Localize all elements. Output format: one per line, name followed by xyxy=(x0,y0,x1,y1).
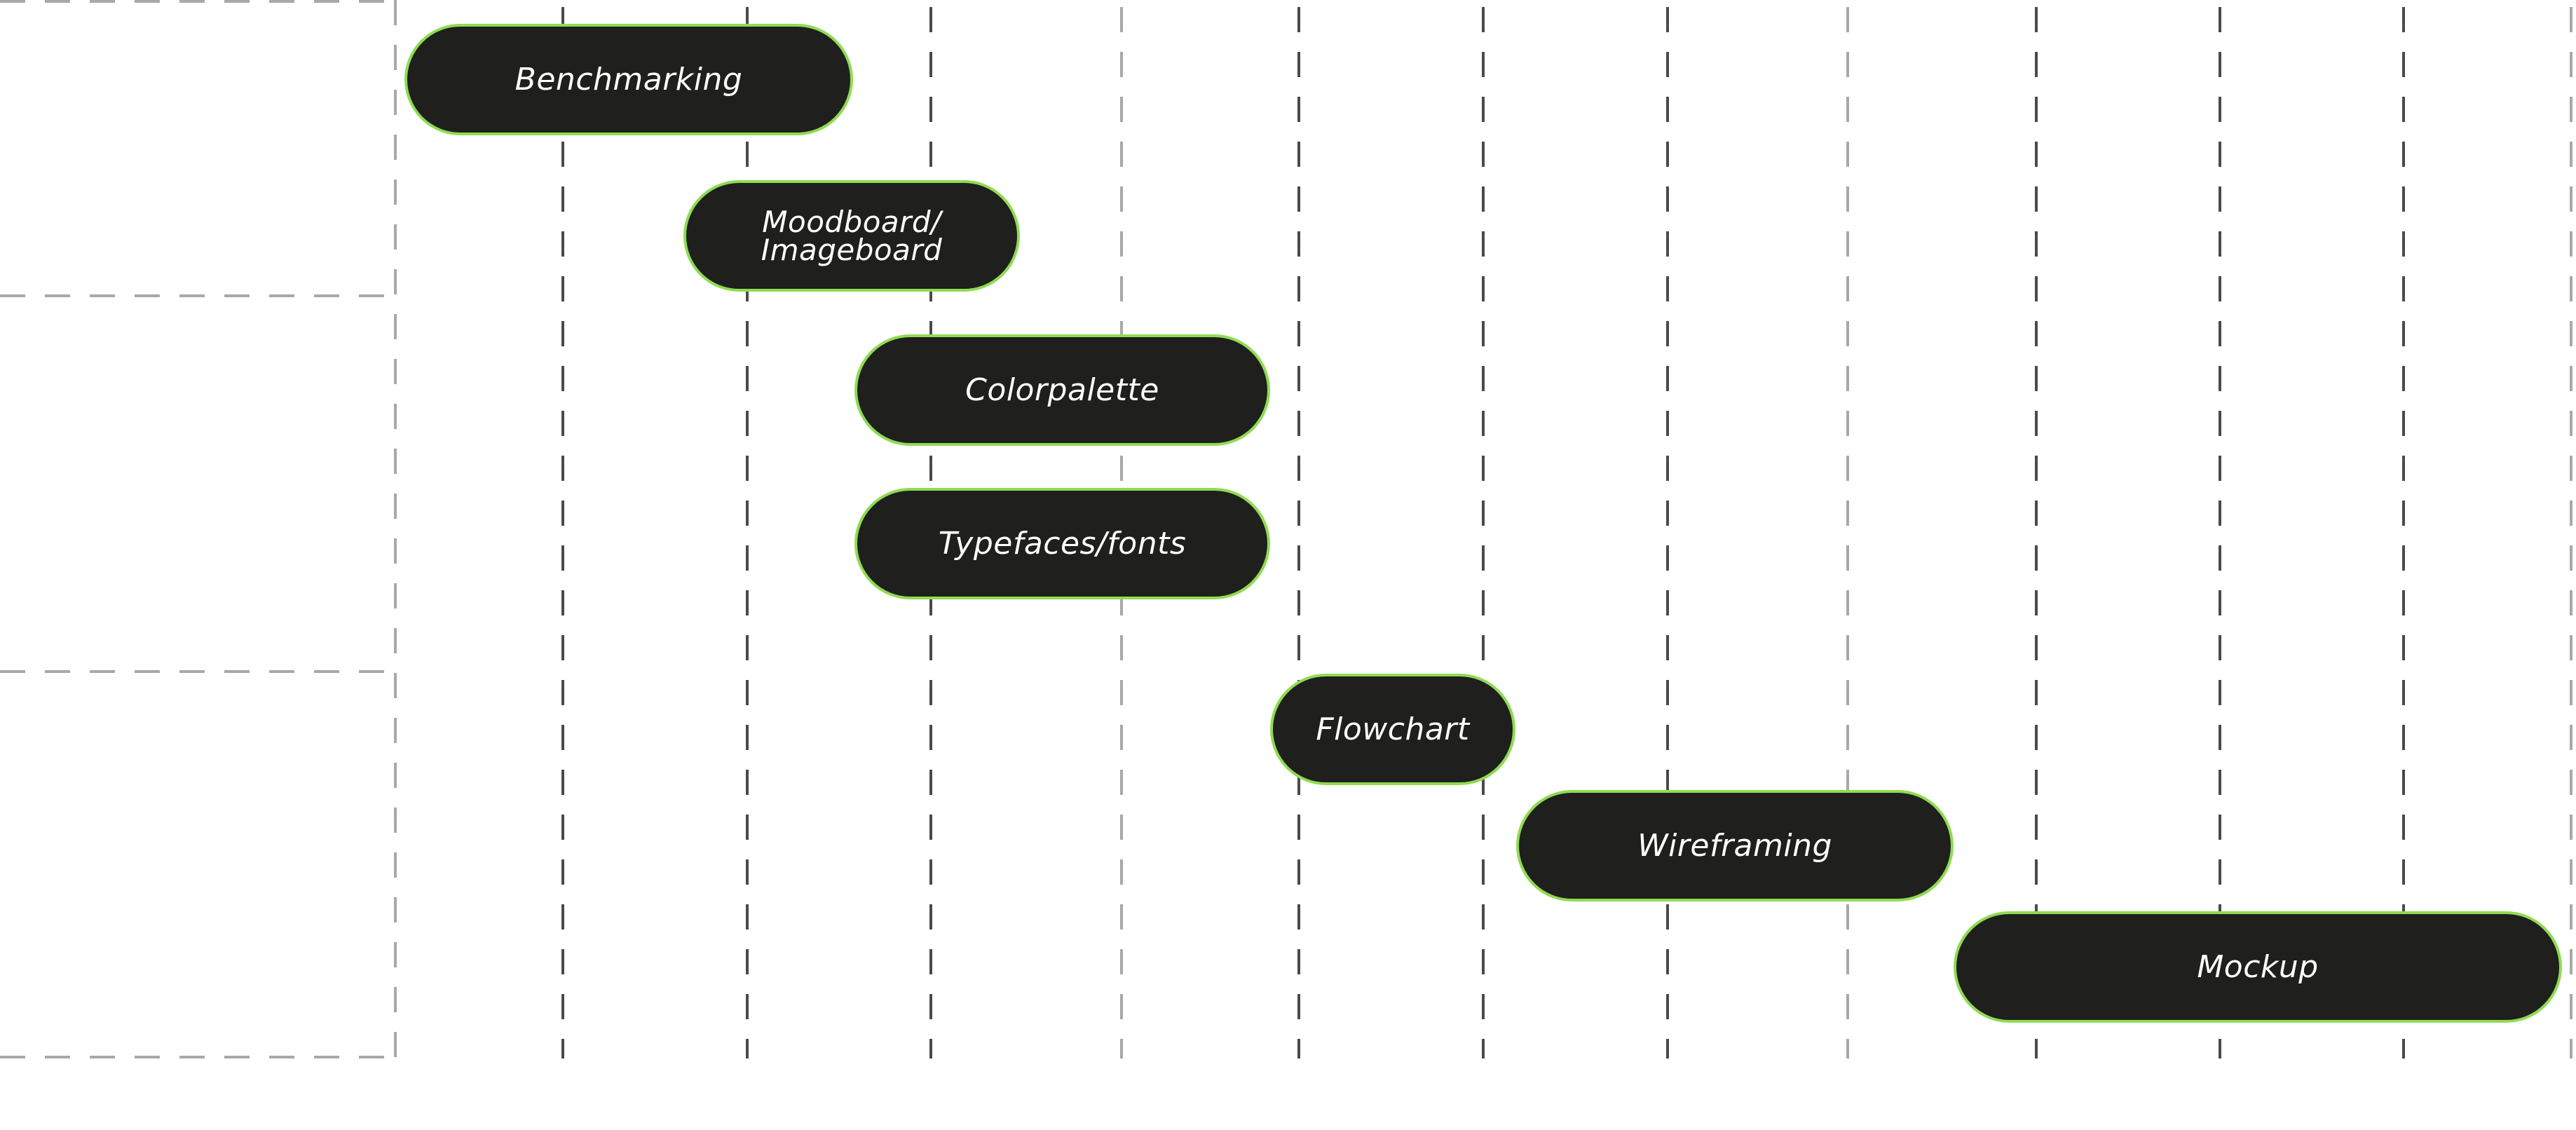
task-pill-benchmarking[interactable]: Benchmarking xyxy=(404,24,853,135)
task-label-typefaces: Typefaces/fonts xyxy=(938,525,1187,561)
task-pill-mockup[interactable]: Mockup xyxy=(1954,911,2562,1023)
task-pill-flowchart[interactable]: Flowchart xyxy=(1270,674,1515,785)
task-pill-wireframing[interactable]: Wireframing xyxy=(1516,790,1954,901)
task-label-mockup: Mockup xyxy=(2197,948,2319,985)
task-label-flowchart: Flowchart xyxy=(1316,711,1470,747)
task-pill-colorpalette[interactable]: Colorpalette xyxy=(854,334,1270,446)
task-label-colorpalette: Colorpalette xyxy=(965,372,1159,408)
task-label-benchmarking: Benchmarking xyxy=(514,61,743,97)
task-pill-typefaces[interactable]: Typefaces/fonts xyxy=(854,488,1270,599)
task-pill-moodboard[interactable]: Moodboard/ Imageboard xyxy=(683,180,1020,292)
task-label-wireframing: Wireframing xyxy=(1637,827,1832,864)
task-label-moodboard: Moodboard/ Imageboard xyxy=(761,204,943,267)
